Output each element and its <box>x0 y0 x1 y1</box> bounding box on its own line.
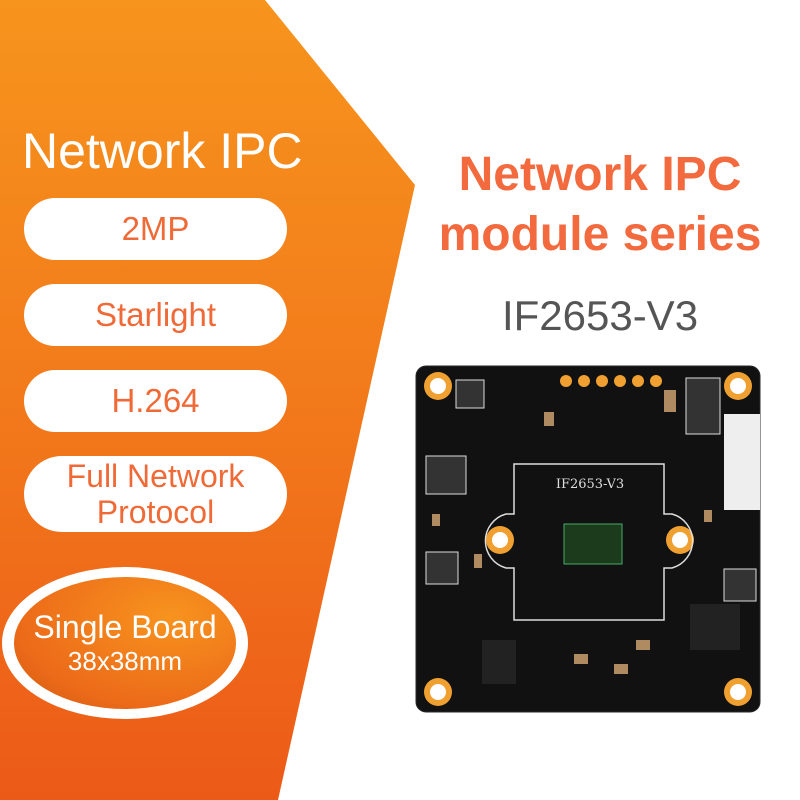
heading-line1: Network IPC <box>458 148 742 201</box>
left-title: Network IPC <box>22 123 303 179</box>
badge-line1: Single Board <box>33 609 217 645</box>
product-heading: Network IPC module series <box>410 145 790 265</box>
feature-pill-2mp: 2MP <box>24 198 287 260</box>
connector <box>724 414 760 510</box>
pcb-board-image: IF2653-V3 <box>415 365 761 713</box>
badge-line2: 38x38mm <box>67 646 183 676</box>
feature-pill-h264: H.264 <box>24 370 287 432</box>
model-number: IF2653-V3 <box>501 292 699 339</box>
image-sensor <box>563 523 623 565</box>
heading-line2: module series <box>438 208 762 261</box>
feature-pill-network-protocol: Full Network Protocol <box>24 456 287 532</box>
single-board-badge: Single Board 38x38mm <box>2 567 248 719</box>
board-silkscreen: IF2653-V3 <box>556 477 624 492</box>
feature-pill-starlight: Starlight <box>24 284 287 346</box>
